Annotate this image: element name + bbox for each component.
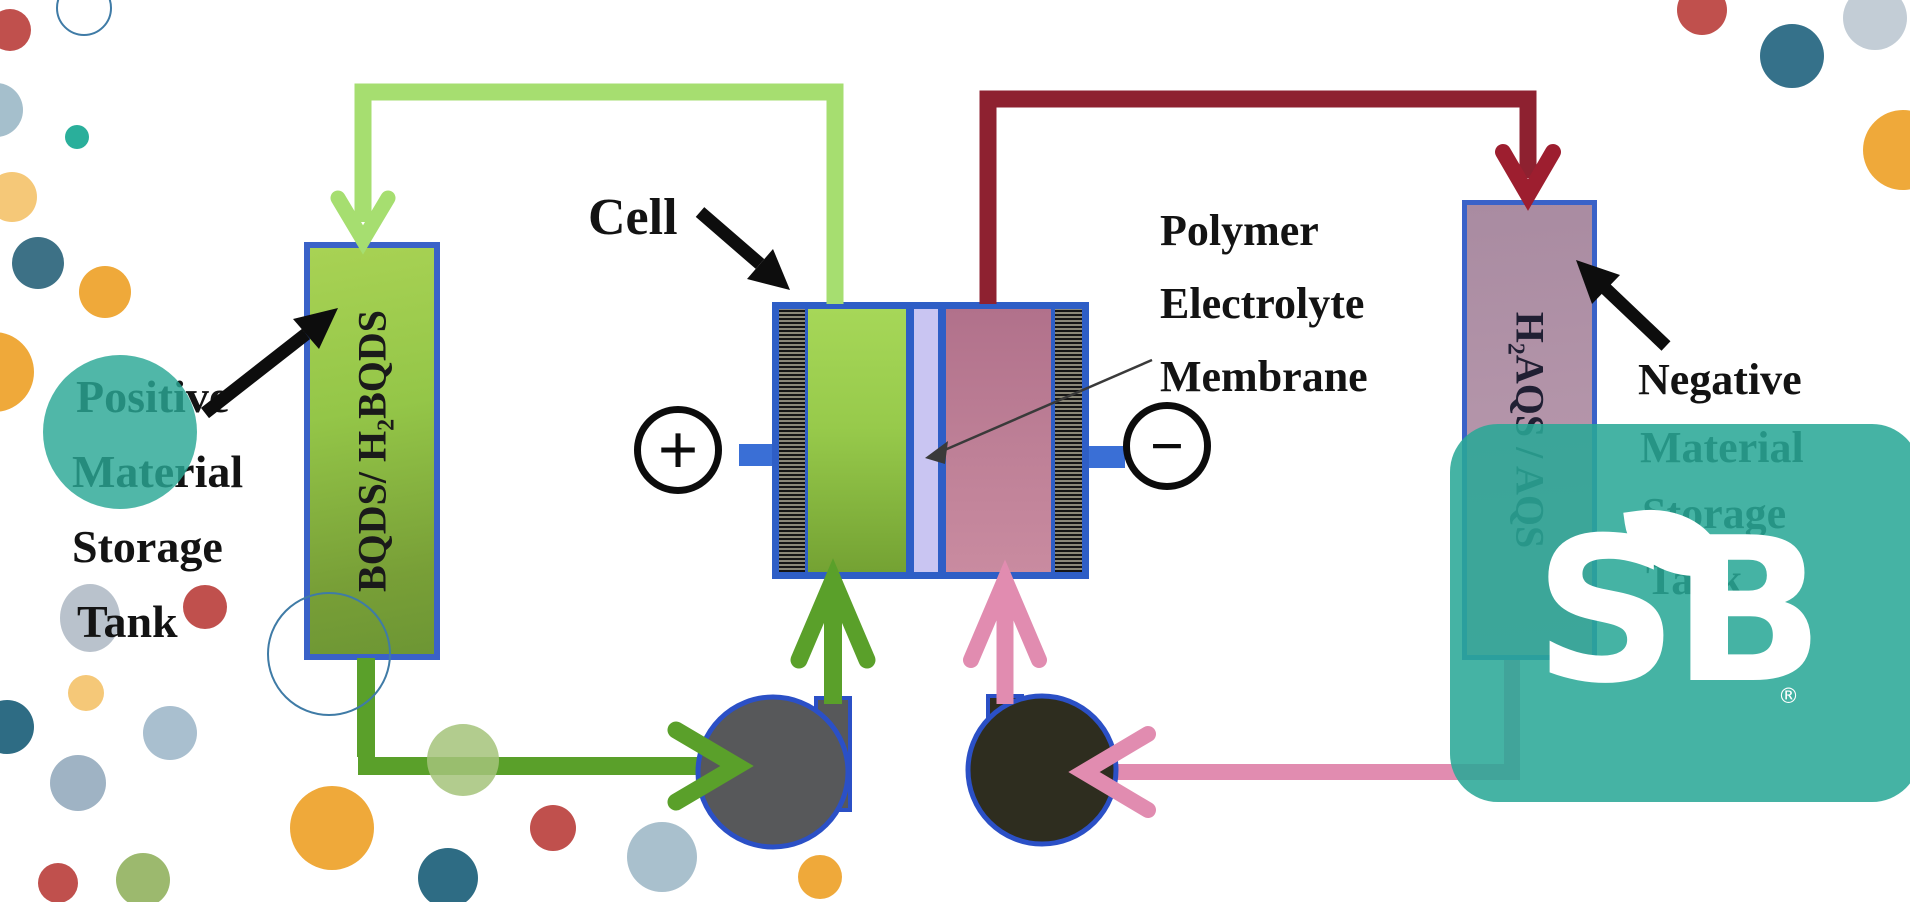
decorative-dot: [1843, 0, 1907, 50]
light-green-flow-pipe: [330, 83, 844, 304]
cell-label: Cell: [588, 189, 678, 246]
positive-pump: [695, 694, 852, 850]
dark-green-flow-pipe: [357, 658, 730, 775]
positive-tank-pointer-arrow: [200, 308, 338, 419]
decorative-dot: [530, 805, 576, 851]
pink-arrowhead-icon: [1068, 726, 1156, 818]
pump-circle-icon: [695, 694, 851, 850]
positive-compartment: [808, 309, 906, 572]
electrochemical-cell: [772, 302, 1089, 579]
cell-right-port: [1089, 446, 1125, 468]
green-arrowhead-icon: [667, 721, 754, 811]
cell-pointer-arrow: [695, 207, 790, 290]
pink-arrowhead-icon: [963, 559, 1047, 668]
dark-red-arrowhead-icon: [1495, 144, 1561, 211]
decorative-dot: [418, 848, 478, 902]
decorative-dot: [1760, 24, 1824, 88]
negative-terminal-icon: −: [1123, 402, 1211, 490]
decorative-dot: [50, 755, 106, 811]
positive-caption-line3: Storage: [72, 521, 223, 572]
decorative-dot: [627, 822, 697, 892]
pink-arrows: [963, 559, 1156, 818]
negative-tank-pointer-arrow: [1576, 260, 1671, 351]
negative-electrode-icon: [1054, 309, 1082, 572]
decorative-dot: [38, 863, 78, 902]
polymer-electrolyte-membrane: [905, 309, 947, 572]
decorative-dot-teal-large: [43, 355, 197, 509]
light-green-arrowhead-icon: [330, 190, 396, 255]
membrane-label-line2: Electrolyte: [1160, 279, 1365, 328]
decorative-dot: [290, 786, 374, 870]
decorative-dot: [60, 584, 120, 652]
decorative-dot: [0, 83, 23, 137]
decorative-dot: [116, 853, 170, 902]
green-arrowhead-icon: [790, 558, 876, 669]
negative-pump: [965, 693, 1119, 847]
decorative-dot: [65, 125, 89, 149]
positive-electrode-icon: [779, 309, 806, 572]
decorative-dot: [79, 266, 131, 318]
positive-terminal-icon: +: [634, 406, 722, 494]
positive-caption-line4: Tank: [77, 596, 178, 647]
membrane-label-line1: Polymer: [1160, 206, 1319, 255]
minus-sign: −: [1149, 413, 1185, 479]
plus-sign: +: [657, 410, 699, 490]
decorative-circle-outline: [267, 592, 391, 716]
decorative-dot: [183, 585, 227, 629]
brand-overlay-panel: [1450, 424, 1910, 802]
pump-circle-icon: [965, 693, 1119, 847]
decorative-dot: [12, 237, 64, 289]
membrane-leader-line: [925, 358, 1153, 464]
decorative-dot: [427, 724, 499, 796]
decorative-dot: [143, 706, 197, 760]
dark-red-flow-pipe: [979, 90, 1561, 304]
decorative-dot: [798, 855, 842, 899]
membrane-label-line3: Membrane: [1160, 352, 1368, 401]
decorative-dot: [68, 675, 104, 711]
dark-green-arrows: [667, 558, 876, 811]
negative-caption-line1: Negative: [1638, 355, 1802, 404]
registered-mark: ®: [1778, 684, 1799, 708]
cell-left-port: [739, 444, 774, 466]
